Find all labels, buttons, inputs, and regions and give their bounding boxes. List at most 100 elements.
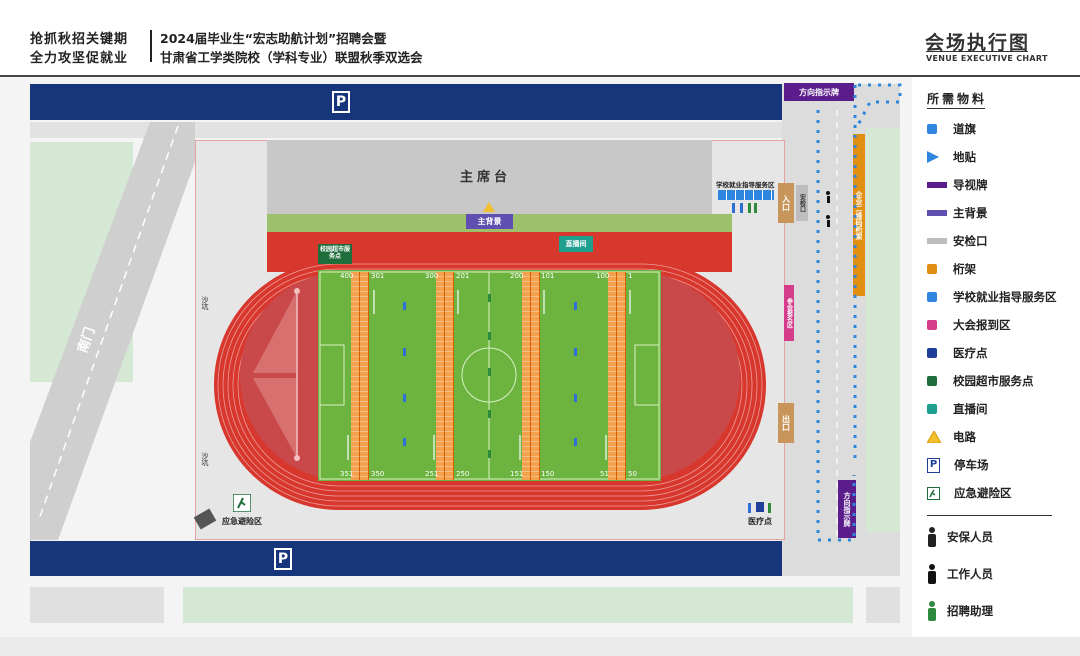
direction-sign-bottom: 方向指示牌: [838, 480, 856, 538]
staff-figures: [347, 290, 631, 460]
legend-item-floor-sticker: 地贴: [927, 149, 976, 165]
booth-number: 151: [510, 470, 524, 478]
campus-market-swatch-icon: [927, 376, 937, 386]
career-service-swatch-icon: [927, 292, 937, 302]
security-check: 安检口: [796, 185, 808, 221]
parking-icon-bottom: P: [274, 548, 292, 570]
event-title-line-2: 甘肃省工学类院校（学科专业）联盟秋季双选会: [160, 50, 423, 65]
legend-item-truss: 桁架: [927, 261, 976, 277]
sand-pit-bottom: 沙坑: [201, 452, 209, 466]
chart-subtitle: VENUE EXECUTIVE CHART: [926, 54, 1048, 63]
floor-sticker-arrow-icon: [927, 151, 939, 163]
booth-number: 100: [596, 272, 610, 280]
power-triangle-icon: [927, 431, 941, 443]
assistant-person-icon: [928, 601, 936, 621]
truss-swatch-icon: [927, 264, 937, 274]
booth-number: 250: [456, 470, 470, 478]
booth-number: 201: [456, 272, 470, 280]
booth-column-2: [436, 272, 454, 480]
legend-person-assistant: 招聘助理: [927, 601, 993, 621]
flag-swatch-icon: [927, 124, 937, 134]
booth-number: 350: [371, 470, 385, 478]
booth-column-4: [608, 272, 626, 480]
booth-number: 1: [628, 272, 633, 280]
event-title-line-1: 2024届毕业生“宏志助航计划”招聘会暨: [160, 31, 387, 46]
booth-number: 351: [340, 470, 354, 478]
career-service-desk: [718, 190, 774, 200]
header-divider: [150, 30, 152, 62]
legend-item-career-service: 学校就业指导服务区: [927, 289, 1057, 305]
medical-staff: [748, 502, 771, 513]
exit-sign: 出口: [778, 403, 794, 443]
field-markings-left: [253, 288, 300, 461]
booth-number: 400: [340, 272, 354, 280]
legend-item-guide-sign: 导视牌: [927, 177, 988, 193]
campus-market-point: 校园超市服务点: [318, 244, 352, 264]
legend-divider: [927, 515, 1052, 516]
north-road: [30, 122, 782, 138]
career-service-staff: [732, 203, 757, 213]
parking-icon-top: P: [332, 91, 350, 113]
medical-point-label: 医疗点: [748, 517, 772, 526]
security-person-icon: [928, 527, 936, 547]
live-room: 直播间: [559, 236, 593, 252]
podium-label: 主席台: [460, 170, 512, 185]
emergency-exit-icon: [233, 494, 251, 512]
security-swatch-icon: [927, 238, 947, 244]
legend-title-underline: [927, 108, 985, 109]
south-lot-right: [866, 587, 900, 623]
podium: [267, 140, 712, 214]
emergency-exit-legend-icon: [927, 486, 940, 500]
legend-item-live-room: 直播间: [927, 401, 988, 417]
legend-person-security: 安保人员: [927, 527, 993, 547]
slogan-line-2: 全力攻坚促就业: [30, 51, 129, 66]
booth-number: 300: [425, 272, 439, 280]
booth-column-1: [351, 272, 369, 480]
bottom-margin: [0, 637, 1080, 656]
south-gate-road: [30, 122, 195, 540]
east-green-strip: [866, 128, 900, 532]
booth-number: 101: [541, 272, 555, 280]
backdrop-swatch-icon: [927, 210, 947, 216]
power-warning-icon: [483, 202, 495, 212]
legend-item-emergency: 应急避险区: [927, 485, 1012, 501]
legend-person-staff: 工作人员: [927, 564, 993, 584]
main-backdrop: 主背景: [466, 214, 513, 229]
south-green-strip: [183, 587, 853, 623]
entrance-sign: 入口: [778, 183, 794, 223]
parking-icon: P: [927, 457, 940, 473]
medical-swatch-icon: [927, 348, 937, 358]
sand-pit-top: 沙坑: [201, 296, 209, 310]
chart-title-underline: [926, 51, 1028, 52]
parking-strip-bottom: [30, 541, 782, 576]
slogan-line-1: 抢抓秋招关键期: [30, 32, 129, 47]
south-lot-left: [30, 587, 164, 623]
chart-title: 会场执行图: [925, 32, 1031, 54]
booth-number: 150: [541, 470, 555, 478]
legend-title: 所需物料: [927, 92, 988, 106]
booth-number: 200: [510, 272, 524, 280]
legend-item-flag: 道旗: [927, 121, 976, 137]
career-service-label: 学校就业指导服务区: [716, 181, 775, 189]
registration-swatch-icon: [927, 320, 937, 330]
legend-item-registration: 大会报到区: [927, 317, 1011, 333]
legend-item-main-backdrop: 主背景: [927, 205, 988, 221]
legend-item-campus-market: 校园超市服务点: [927, 373, 1034, 389]
booth-number: 50: [628, 470, 637, 478]
booth-number: 301: [371, 272, 385, 280]
booth-column-3: [522, 272, 540, 480]
booth-number: 51: [600, 470, 609, 478]
legend-item-security: 安检口: [927, 233, 988, 249]
flag-route: [816, 83, 902, 542]
staff-person-icon: [928, 564, 936, 584]
registration-area: 参会报名区: [784, 285, 794, 341]
direction-sign-top: 方向指示牌: [784, 83, 854, 101]
parking-strip-top: [30, 84, 782, 120]
guide-sign-swatch-icon: [927, 182, 947, 188]
legend-item-power: 电路: [927, 429, 976, 445]
header-bar: [0, 0, 1080, 77]
live-room-swatch-icon: [927, 404, 937, 414]
legend-panel: [912, 77, 1080, 637]
legend-item-medical: 医疗点: [927, 345, 988, 361]
